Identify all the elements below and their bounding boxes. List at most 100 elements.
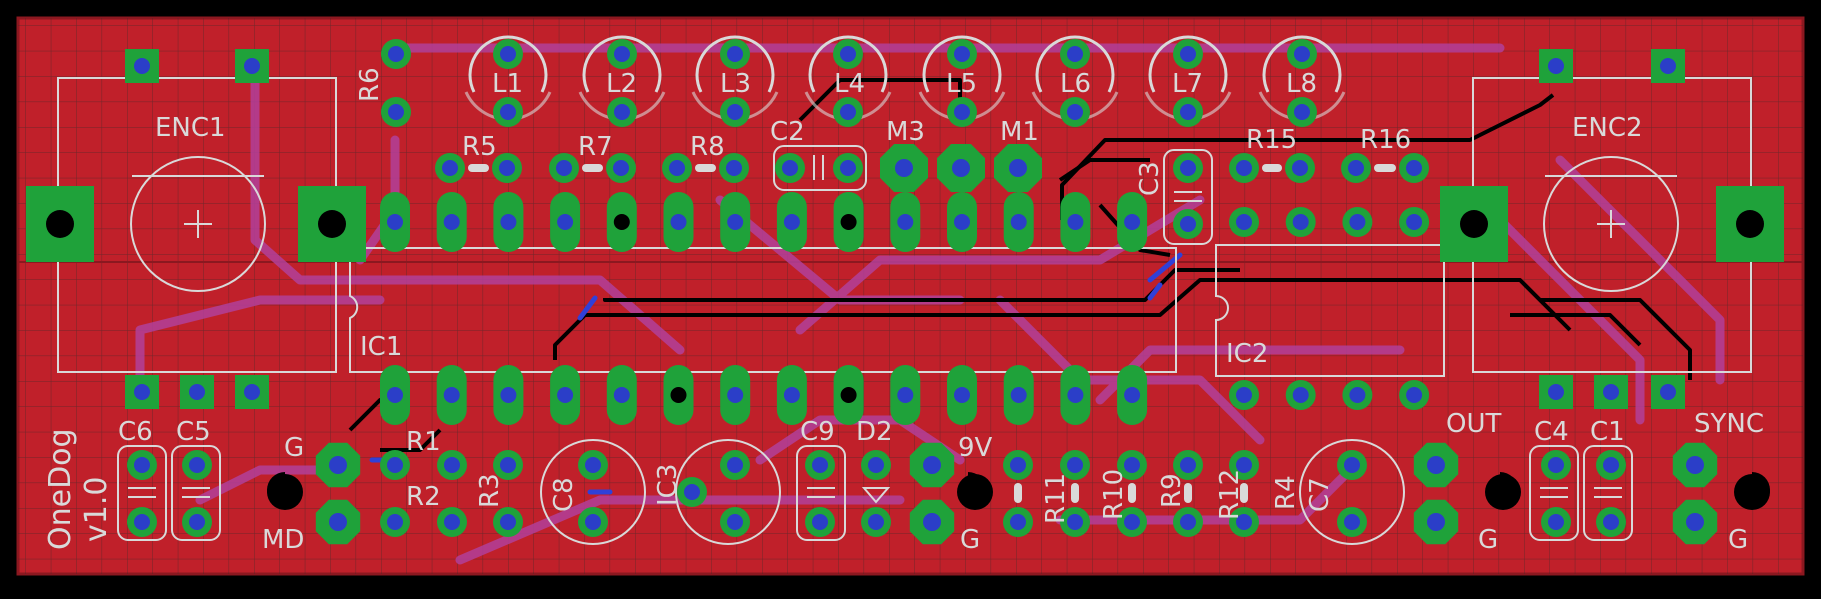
drill-hole (812, 514, 828, 530)
label-l1: L1 (492, 69, 523, 99)
drill-hole (1406, 160, 1422, 176)
label-l2: L2 (606, 69, 637, 99)
drill-hole (613, 160, 629, 176)
drill-hole (727, 387, 744, 403)
drill-hole (244, 384, 260, 400)
drill-hole (1067, 457, 1083, 473)
drill-hole (954, 104, 970, 120)
label-l6: L6 (1060, 69, 1091, 99)
drill-hole (613, 214, 630, 230)
drill-hole (840, 214, 857, 230)
drill-hole (1548, 58, 1564, 74)
drill-hole (387, 214, 403, 230)
drill-hole (134, 384, 150, 400)
drill-hole (954, 214, 970, 230)
drill-hole (585, 457, 601, 473)
led-outline (922, 35, 1002, 93)
drill-hole (897, 387, 914, 403)
resistor-body (1071, 483, 1079, 503)
drill-hole (1344, 457, 1360, 473)
led-outline (1262, 35, 1342, 93)
led-rings (464, 35, 1346, 121)
drill-hole (387, 387, 403, 403)
label-r10: R10 (1099, 469, 1129, 520)
drill-hole (387, 514, 403, 530)
drill-hole (1067, 46, 1083, 62)
drill-hole (329, 456, 347, 474)
drill-hole (500, 457, 516, 473)
drill-hole (1686, 513, 1704, 531)
drill-hole (1406, 387, 1423, 403)
label-ic1: IC1 (360, 332, 402, 362)
label-c2: C2 (770, 117, 805, 147)
drill-hole (1548, 384, 1564, 400)
pads-layer (26, 39, 1784, 545)
drill-hole (1124, 457, 1140, 473)
drill-hole (1294, 46, 1310, 62)
label-sync: SYNC (1694, 409, 1764, 439)
drill-hole (1236, 514, 1252, 530)
drill-hole (557, 214, 574, 230)
mount-hole (318, 210, 346, 238)
resistor-body (1184, 483, 1192, 503)
drill-hole (840, 104, 856, 120)
label-l3: L3 (720, 69, 751, 99)
drill-hole (895, 159, 913, 177)
label-g-left: G (284, 433, 304, 463)
drill-hole (244, 58, 260, 74)
drill-hole (923, 513, 941, 531)
resistor-body (1374, 164, 1396, 172)
drill-hole (1292, 214, 1309, 230)
drill-hole (1660, 58, 1676, 74)
label-g-sync: G (1728, 525, 1748, 555)
drill-hole (727, 514, 743, 530)
drill-hole (1348, 160, 1364, 176)
drill-hole (1180, 514, 1196, 530)
drill-hole (1548, 457, 1564, 473)
drill-hole (954, 46, 970, 62)
drill-hole (727, 104, 743, 120)
drill-hole (952, 159, 970, 177)
drill-hole (388, 104, 404, 120)
drill-hole (387, 457, 403, 473)
drill-hole (500, 46, 516, 62)
drill-hole (1010, 387, 1027, 403)
drill-hole (1124, 514, 1140, 530)
drill-hole (897, 214, 914, 230)
drill-hole (1603, 514, 1619, 530)
drill-hole (1124, 214, 1141, 230)
drill-hole (500, 514, 516, 530)
drill-hole (1124, 387, 1141, 403)
label-c6: C6 (118, 417, 153, 447)
label-r2: R2 (406, 482, 441, 512)
resistor-body (695, 164, 716, 172)
drill-hole (923, 456, 941, 474)
drill-hole (868, 514, 884, 530)
label-r6: R6 (355, 67, 385, 102)
diode-symbol (861, 487, 891, 504)
drill-hole (1067, 514, 1083, 530)
drill-hole (329, 513, 347, 531)
drill-hole (1010, 214, 1027, 230)
label-9v: 9V (958, 433, 993, 463)
led-outline (1148, 35, 1228, 93)
label-r4: R4 (1271, 475, 1301, 510)
label-c5: C5 (176, 417, 211, 447)
drill-hole (1292, 160, 1308, 176)
label-enc2: ENC2 (1572, 113, 1643, 143)
drill-hole (1660, 384, 1676, 400)
drill-hole (670, 214, 687, 230)
drill-hole (812, 457, 828, 473)
transistor-outlines (267, 472, 1770, 508)
title-line2: v1.0 (79, 477, 114, 542)
drill-hole (189, 457, 205, 473)
drill-hole (1548, 514, 1564, 530)
drill-hole (783, 387, 800, 403)
drill-hole (727, 214, 744, 230)
bottom-layer-traces (135, 43, 1725, 565)
drill-hole (669, 160, 685, 176)
drill-hole (442, 160, 458, 176)
silk-labels: ENC1 ENC2 IC1 IC2 R5 R7 R8 C2 M3 M1 R15 … (43, 67, 1764, 555)
drill-hole (614, 46, 630, 62)
